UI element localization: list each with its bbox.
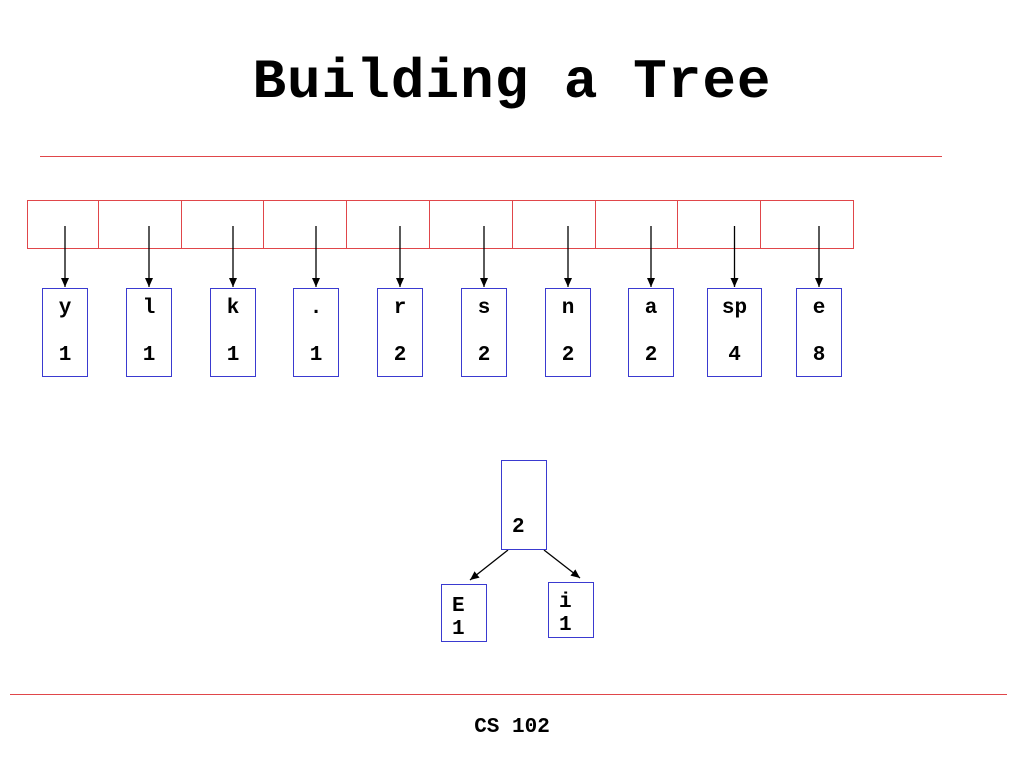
slide-footer: CS 102 xyxy=(474,716,550,739)
subtree-right-weight: 1 xyxy=(559,614,572,637)
queue-slot xyxy=(264,201,348,248)
queue-slot xyxy=(513,201,596,248)
leaf-node-weight: 8 xyxy=(812,344,826,367)
bottom-divider xyxy=(10,694,1007,695)
leaf-node-weight: 1 xyxy=(58,344,72,367)
subtree-root-weight: 2 xyxy=(512,516,525,539)
subtree-left-weight: 1 xyxy=(452,618,465,641)
leaf-node-char: . xyxy=(309,297,323,320)
leaf-node-char: a xyxy=(644,297,658,320)
leaf-node-char: e xyxy=(812,297,826,320)
priority-queue-array xyxy=(27,200,854,249)
leaf-node-char: y xyxy=(58,297,72,320)
queue-slot xyxy=(99,201,182,248)
slide-title: Building a Tree xyxy=(252,50,772,114)
leaf-node-weight: 4 xyxy=(728,344,741,367)
leaf-node: sp 4 xyxy=(707,288,762,377)
leaf-node-weight: 2 xyxy=(561,344,575,367)
leaf-node-char: s xyxy=(477,297,491,320)
leaf-node-weight: 2 xyxy=(644,344,658,367)
leaf-node-char: n xyxy=(561,297,575,320)
leaf-node-weight: 1 xyxy=(226,344,240,367)
subtree-left-node: E 1 xyxy=(441,584,487,642)
leaf-node-weight: 2 xyxy=(477,344,491,367)
top-divider xyxy=(40,156,942,157)
subtree-left-char: E xyxy=(452,595,465,618)
leaf-node-char: sp xyxy=(721,297,748,320)
edge-right-arrow xyxy=(543,549,581,579)
queue-slot xyxy=(596,201,679,248)
queue-slot xyxy=(347,201,431,248)
subtree-root-node: 2 xyxy=(501,460,547,550)
queue-slot xyxy=(678,201,762,248)
leaf-node-char: l xyxy=(142,297,156,320)
leaf-node-weight: 2 xyxy=(393,344,407,367)
leaf-node-weight: 1 xyxy=(142,344,156,367)
edge-left-arrow xyxy=(469,549,509,581)
subtree-right-char: i xyxy=(559,591,572,614)
queue-slot xyxy=(182,201,265,248)
leaf-node-char: r xyxy=(393,297,407,320)
leaf-node-char: k xyxy=(226,297,240,320)
queue-slot xyxy=(28,201,99,248)
leaf-node: .1 xyxy=(293,288,339,377)
leaf-node-weight: 1 xyxy=(309,344,323,367)
subtree-right-node: i 1 xyxy=(548,582,594,638)
queue-slot xyxy=(430,201,513,248)
